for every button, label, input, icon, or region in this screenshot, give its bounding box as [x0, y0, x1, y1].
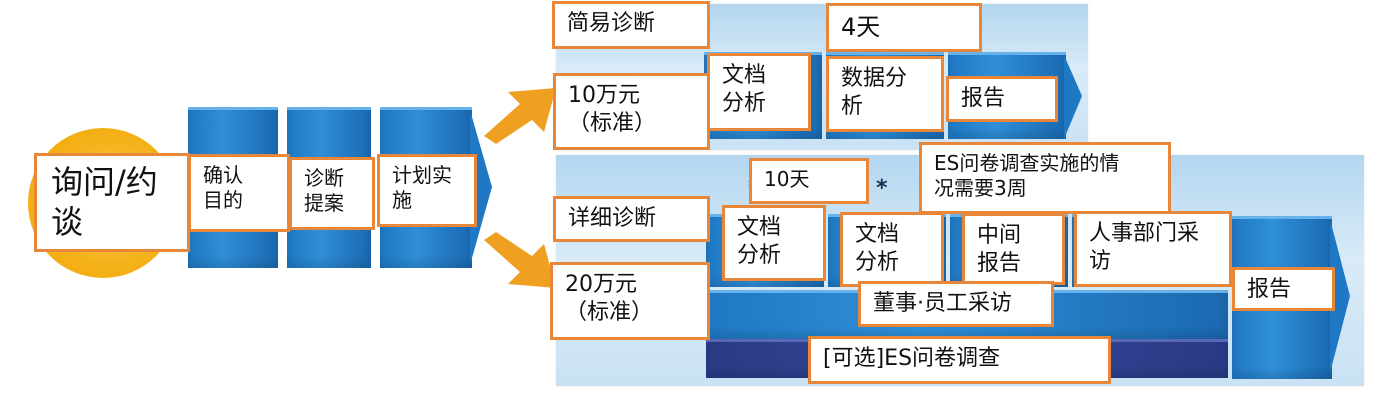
executive-staff-interview: 董事·员工采访	[858, 281, 1054, 327]
detailed-step-hr-interview: 人事部门采 访	[1074, 211, 1232, 287]
inquiry-label: 询问/约 谈	[34, 153, 190, 252]
arrow-to-simple-icon	[484, 88, 556, 144]
simple-chevron	[1064, 55, 1082, 139]
simple-price: 10万元 （标准）	[553, 73, 710, 150]
detailed-duration: 10天	[749, 158, 869, 204]
simple-duration: 4天	[826, 3, 982, 52]
detailed-step-report: 报告	[1232, 267, 1335, 311]
simple-step-data-analysis: 数据分 析	[826, 56, 944, 132]
plan-implementation-label: 计划实 施	[377, 154, 477, 227]
es-survey-note: ES问卷调查实施的情 况需要3周	[919, 142, 1171, 214]
detailed-diagnosis-title: 详细诊断	[553, 196, 710, 242]
background-mark-right: *	[876, 176, 888, 201]
detailed-price: 20万元 （标准）	[550, 262, 710, 340]
confirm-purpose-label: 确认 目的	[188, 154, 290, 232]
simple-step-report: 报告	[946, 76, 1058, 122]
diagnosis-proposal-label: 诊断 提案	[289, 157, 375, 230]
simple-step-document-analysis: 文档 分析	[707, 53, 811, 131]
simple-diagnosis-title: 简易诊断	[552, 1, 710, 49]
arrow-to-detailed-icon	[484, 232, 556, 288]
detailed-step-document-analysis-1: 文档 分析	[722, 205, 826, 281]
detailed-step-midterm-report: 中间 报告	[962, 213, 1065, 285]
detailed-chevron	[1330, 219, 1350, 373]
optional-es-survey: [可选]ES问卷调查	[808, 336, 1111, 384]
detailed-step-document-analysis-2: 文档 分析	[840, 212, 944, 287]
